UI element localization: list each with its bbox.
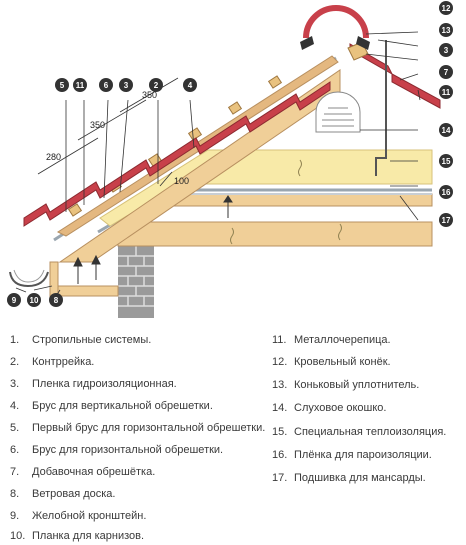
svg-text:10: 10 — [30, 296, 39, 305]
svg-text:5: 5 — [60, 81, 65, 90]
callout-6: 6 — [99, 78, 113, 92]
svg-text:14: 14 — [442, 126, 451, 135]
brick-wall — [118, 246, 154, 318]
callout-5: 5 — [55, 78, 69, 92]
svg-text:16: 16 — [442, 188, 451, 197]
callout-10: 10 — [27, 293, 41, 307]
callout-markers: 5 11 6 3 2 4 12 13 3 7 11 14 15 16 17 9 … — [7, 1, 453, 307]
dimension-lines — [37, 77, 179, 187]
insulation-wave — [230, 159, 342, 245]
legend-item-6: 6.Брус для горизонтальной обрешетки. — [10, 444, 224, 456]
legend-item-4: 4.Брус для вертикальной обрешетки. — [10, 400, 213, 412]
legend-item-11: 11.Металлочерепица. — [272, 334, 391, 346]
callout-15: 15 — [439, 154, 453, 168]
svg-text:8: 8 — [54, 296, 59, 305]
callout-8: 8 — [49, 293, 63, 307]
legend-item-17: 17.Подшивка для мансарды. — [272, 472, 426, 484]
legend-item-8: 8.Ветровая доска. — [10, 488, 116, 500]
leader-lines — [15, 31, 421, 297]
svg-text:11: 11 — [442, 88, 451, 97]
gutter-bracket — [9, 271, 49, 288]
legend-item-2: 2.Контррейка. — [10, 356, 95, 368]
callout-3-left: 3 — [119, 78, 133, 92]
callout-4: 4 — [183, 78, 197, 92]
svg-text:17: 17 — [442, 216, 451, 225]
svg-text:9: 9 — [12, 296, 17, 305]
callout-13: 13 — [439, 23, 453, 37]
airflow-arrows — [73, 195, 233, 284]
wind-board — [49, 261, 59, 299]
eave-plank — [57, 285, 119, 297]
legend-item-15: 15.Специальная теплоизоляция. — [272, 426, 447, 438]
legend-item-7: 7.Добавочная обрешётка. — [10, 466, 156, 478]
svg-text:2: 2 — [154, 81, 159, 90]
callout-14: 14 — [439, 123, 453, 137]
svg-text:7: 7 — [444, 68, 449, 77]
ridge — [303, 5, 369, 39]
svg-text:12: 12 — [442, 4, 451, 13]
dimension-350-upper: 350 — [142, 90, 157, 100]
legend-item-1: 1.Стропильные системы. — [10, 334, 152, 346]
legend-item-16: 16.Плёнка для пароизоляции. — [272, 449, 432, 461]
svg-text:4: 4 — [188, 81, 193, 90]
legend-item-5: 5.Первый брус для горизонтальной обрешет… — [10, 422, 266, 434]
svg-text:11: 11 — [76, 81, 85, 90]
dimension-350-lower: 350 — [90, 120, 105, 130]
legend-item-10: 10.Планка для карнизов. — [10, 530, 145, 542]
svg-text:3: 3 — [124, 81, 129, 90]
attic-window — [315, 91, 361, 133]
legend-item-13: 13.Коньковый уплотнитель. — [272, 379, 420, 391]
legend-item-9: 9.Желобной кронштейн. — [10, 510, 147, 522]
metal-tile — [23, 81, 331, 227]
callout-17: 17 — [439, 213, 453, 227]
roof-cross-section-diagram: 280 350 350 100 5 11 6 3 2 4 12 13 3 7 1… — [7, 1, 453, 318]
callout-2: 2 — [149, 78, 163, 92]
callout-9: 9 — [7, 293, 21, 307]
svg-text:6: 6 — [104, 81, 109, 90]
svg-text:15: 15 — [442, 157, 451, 166]
callout-7: 7 — [439, 65, 453, 79]
dimension-100: 100 — [174, 176, 189, 186]
callout-11-left: 11 — [73, 78, 87, 92]
mansard-lining — [159, 193, 433, 207]
callout-16: 16 — [439, 185, 453, 199]
ceiling-beam — [117, 221, 433, 247]
legend-item-3: 3.Пленка гидроизоляционная. — [10, 378, 177, 390]
callout-11-right: 11 — [439, 85, 453, 99]
svg-text:13: 13 — [442, 26, 451, 35]
vent-pipe — [375, 40, 387, 176]
legend-item-12: 12.Кровельный конёк. — [272, 356, 391, 368]
svg-text:3: 3 — [444, 46, 449, 55]
dimension-280: 280 — [46, 152, 61, 162]
callout-12: 12 — [439, 1, 453, 15]
legend-item-14: 14.Слуховое окошко. — [272, 402, 387, 414]
callout-3-right: 3 — [439, 43, 453, 57]
